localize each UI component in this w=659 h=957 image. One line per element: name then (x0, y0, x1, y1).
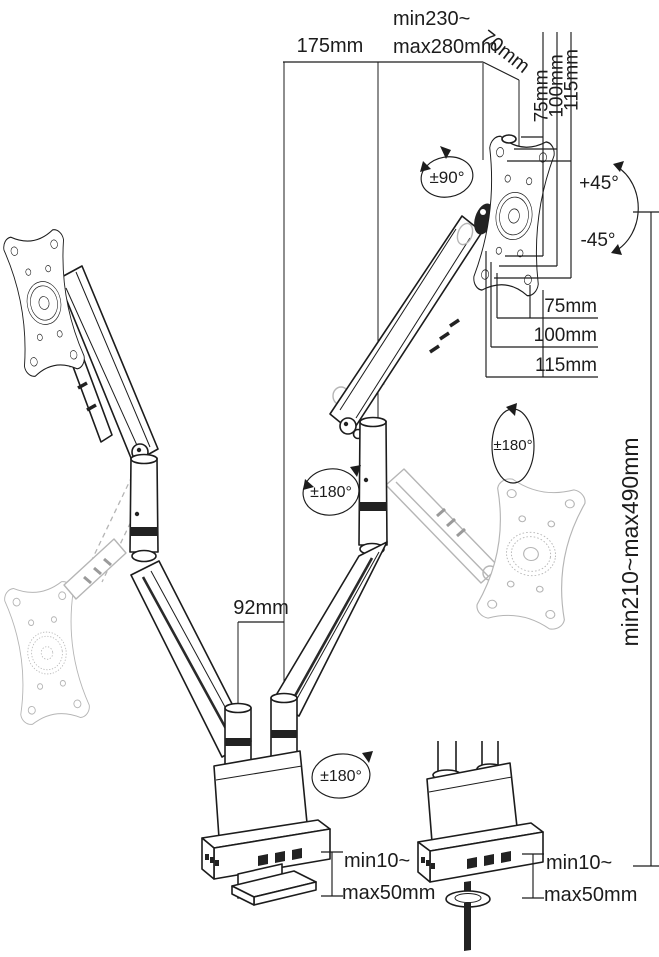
extension-lines (237, 62, 520, 758)
ghost-arm-left (63, 538, 127, 600)
rot-head-swivel: ±90° (429, 168, 464, 187)
right-shoulder-joint (339, 417, 357, 435)
usb-port (467, 857, 477, 869)
vesa-horizontal-dimensions: 75mm 100mm 115mm (485, 251, 598, 378)
tilt-annotation: +45° -45° (579, 161, 639, 255)
rot-tilt-up: +45° (579, 173, 619, 194)
dim-extension-max: max280mm (393, 36, 497, 58)
usb-port (484, 854, 494, 866)
dim-height-range: min210~max490mm (617, 437, 643, 646)
dim-vesa-h-75: 75mm (544, 296, 597, 317)
pole-spacing-dimension: 92mm (233, 597, 289, 623)
clamp-range-right: min10~ max50mm (522, 852, 637, 906)
vesa-vertical-dimensions: 75mm 100mm 115mm (494, 32, 583, 279)
left-vesa-plate (3, 229, 85, 377)
right-arm-swivel-annotation: ±180° (491, 403, 535, 484)
head-pivot-cap (501, 134, 517, 144)
usb-port (292, 848, 302, 860)
grommet-base (417, 741, 544, 951)
height-range-dimension: min210~max490mm (617, 211, 659, 867)
ghost-arm-right (385, 468, 513, 584)
rot-tilt-down: -45° (580, 230, 615, 251)
dim-vesa-h-115: 115mm (535, 355, 597, 376)
head-swivel-annotation: ±90° (420, 146, 474, 198)
left-mid-pole (129, 457, 159, 553)
left-upper-arm (57, 265, 159, 464)
usb-port (275, 851, 285, 863)
depth-dimension-line (482, 61, 520, 81)
left-arm-assembly (3, 229, 252, 758)
dim-vesa-v-75: 75mm (532, 70, 553, 123)
dim-extension-min: min230~ (393, 8, 470, 30)
dimension-annotations: 175mm min230~ max280mm 70mm 75mm 100mm 1… (233, 8, 659, 906)
rot-right-arm: ±180° (493, 437, 532, 454)
left-arm-swivel-annotation: ±180° (302, 465, 361, 516)
dim-clamp-left-min: min10~ (344, 850, 410, 872)
dim-clamp-left-max: max50mm (342, 882, 435, 904)
rot-left-arm: ±180° (310, 484, 352, 501)
usb-port (258, 854, 268, 866)
right-mid-pole (358, 420, 388, 546)
right-lower-arm (271, 541, 388, 717)
ghost-right-assembly (332, 381, 586, 630)
dim-vesa-v-115: 115mm (562, 49, 583, 111)
clamp-range-left: min10~ max50mm (321, 850, 435, 904)
clamp-base (201, 750, 331, 906)
rot-base: ±180° (320, 768, 362, 785)
dim-vesa-v-100: 100mm (547, 54, 568, 117)
ghost-vesa-plate-right (476, 478, 586, 630)
dim-arm-reach: 175mm (297, 35, 364, 57)
dim-pole-spacing: 92mm (233, 597, 289, 619)
ghost-left-assembly (4, 467, 151, 725)
dim-clamp-right-max: max50mm (544, 884, 637, 906)
right-upper-arm (329, 215, 483, 433)
right-arm-assembly (271, 134, 555, 717)
dim-clamp-right-min: min10~ (546, 852, 612, 874)
dim-vesa-h-100: 100mm (534, 325, 597, 346)
base-pole-stubs (224, 692, 298, 765)
ghost-vesa-plate-left (4, 581, 90, 725)
base-swivel-annotation: ±180° (311, 751, 373, 799)
usb-port (501, 851, 511, 863)
